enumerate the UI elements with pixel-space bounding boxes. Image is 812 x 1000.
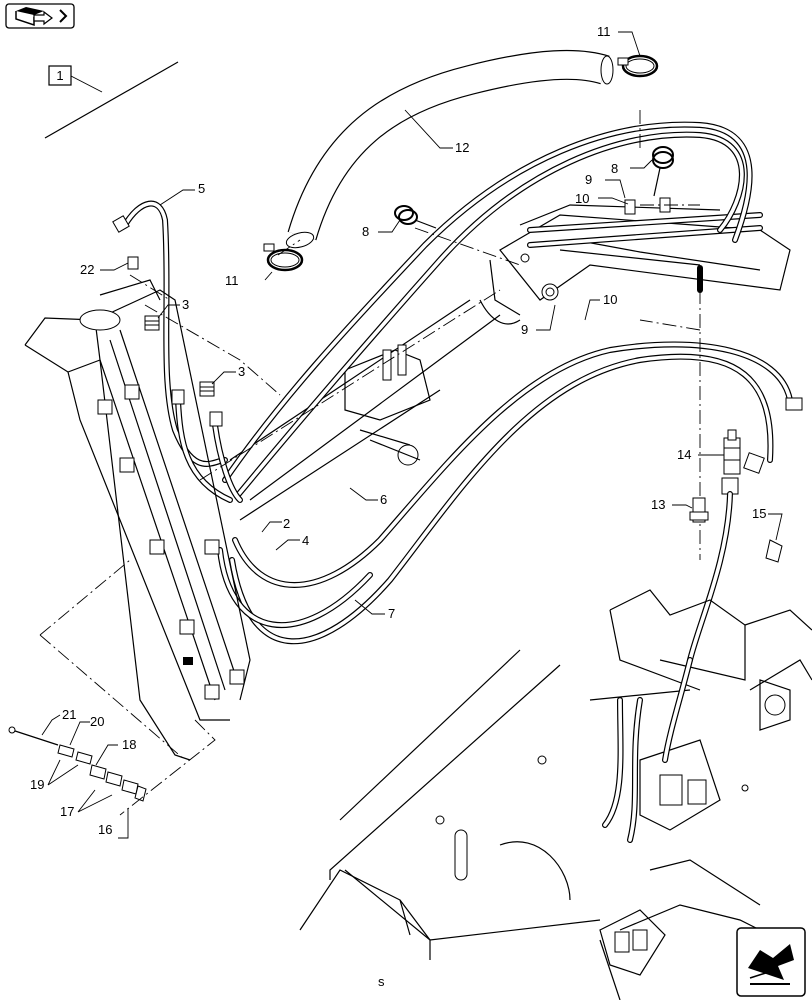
folder-arrow-icon [15,7,68,27]
bar-clamps [97,384,245,700]
callout-2: 2 [283,516,290,531]
callout-16: 16 [98,822,112,837]
section-reference-1: 1 [44,61,179,139]
next-page-button[interactable] [736,927,806,997]
callout-5: 5 [198,181,205,196]
callout-14: 14 [677,447,691,462]
spring-clip-left [394,205,437,229]
footnote-mark: s [378,974,385,989]
hydraulic-hose-upper [222,121,753,498]
callout-8-top: 8 [611,161,618,176]
fitting-left-b [209,411,223,427]
callout-13: 13 [651,497,665,512]
callout-6: 6 [380,492,387,507]
previous-page-button[interactable] [5,3,75,29]
projection-lines [39,110,701,816]
quick-coupler-14 [723,429,741,475]
cutter-bar-assembly [24,279,251,761]
dust-cap-15 [765,539,783,563]
hose-clamp-top [617,54,659,78]
callout-12: 12 [455,140,469,155]
tractor-frame [299,589,812,1000]
callout-11-bottom: 11 [225,273,239,288]
callout-3-upper: 3 [182,297,189,312]
coupler-13 [689,497,709,523]
hose-end-coupler [687,397,803,663]
callout-8-left: 8 [362,224,369,239]
spring-clip-top [652,146,674,197]
bolt-21 [8,726,59,746]
fitting-3-upper [144,315,160,331]
callout-17: 17 [60,804,74,819]
callout-4: 4 [302,533,309,548]
callout-10-bottom: 10 [603,292,617,307]
next-arrow-icon [748,944,794,985]
callout-10-top: 10 [575,191,589,206]
callout-19: 19 [30,777,44,792]
callout-9-top: 9 [585,172,592,187]
callout-22: 22 [80,262,94,277]
leader-lines [41,31,783,839]
callout-7: 7 [388,606,395,621]
callout-11-top: 11 [597,24,611,39]
callout-3-lower: 3 [238,364,245,379]
callout-labels: 2 3 3 4 5 6 7 8 8 9 9 10 10 11 11 12 13 … [30,24,766,837]
clip-set-17-20 [57,744,147,802]
boom-structure [229,204,791,521]
fitting-left-a [171,389,185,405]
callout-1: 1 [56,68,63,83]
fitting-3-lower [199,381,215,397]
hydraulic-hose-5 [112,200,243,503]
callout-21: 21 [62,707,76,722]
fitting-22 [127,256,139,270]
hydraulic-hose-7 [217,353,774,645]
callout-18: 18 [122,737,136,752]
hydraulic-hose-6 [232,341,793,588]
callout-20: 20 [90,714,104,729]
callout-9-bottom: 9 [521,322,528,337]
callout-15: 15 [752,506,766,521]
